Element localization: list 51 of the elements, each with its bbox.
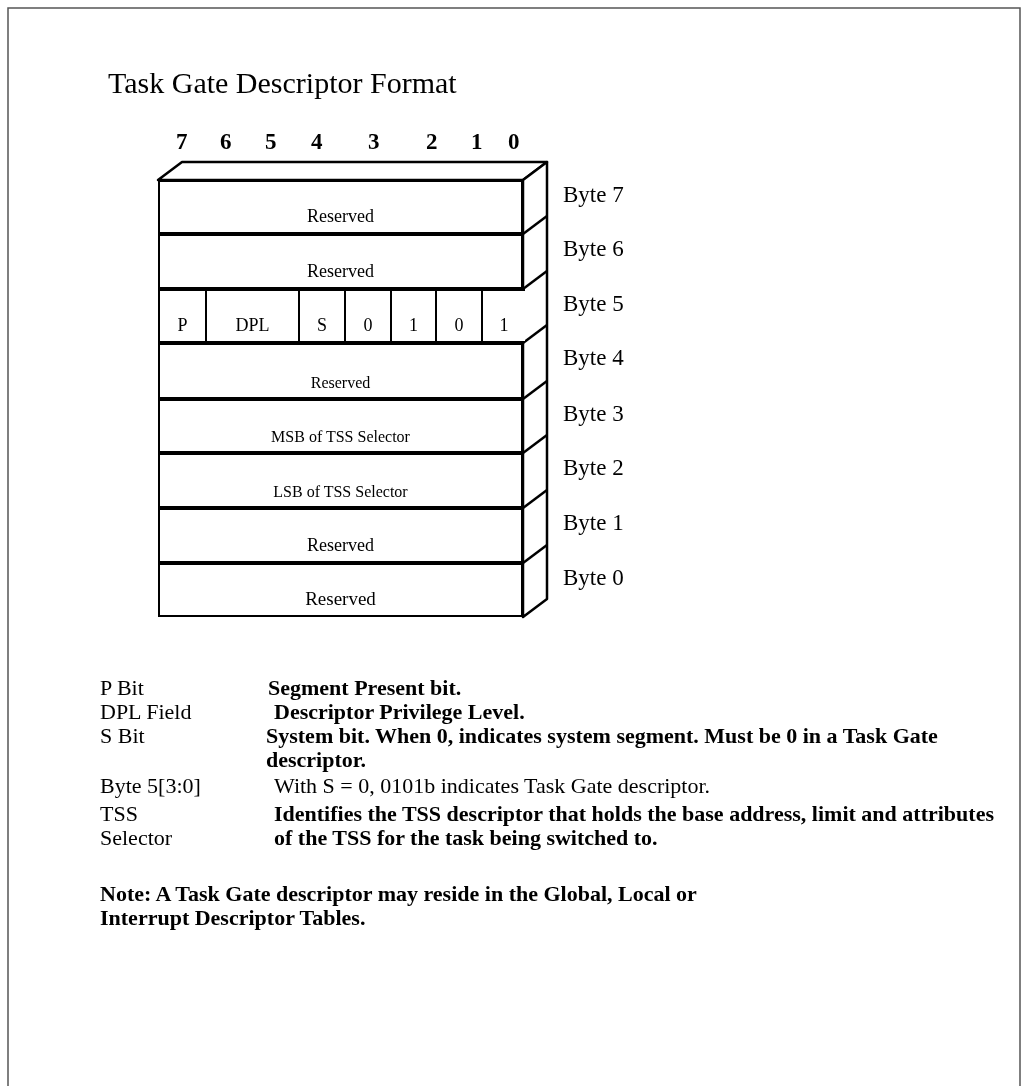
byte-label: Byte 1 (563, 510, 624, 536)
bit-number: 0 (508, 130, 520, 154)
definition-text: With S = 0, 0101b indicates Task Gate descriptor. (274, 774, 712, 798)
field-name: Reserved (305, 588, 376, 611)
field-name: LSB of TSS Selector (273, 483, 408, 502)
field-name: DPL (235, 314, 270, 337)
term-label: S Bit (100, 724, 146, 748)
field-name: 1 (409, 314, 418, 337)
term-label: P Bit (100, 676, 145, 700)
byte-label: Byte 0 (563, 565, 624, 591)
bit-number: 6 (220, 130, 232, 154)
byte-field-row (158, 343, 523, 399)
byte-field-row (158, 399, 523, 453)
field-name: P (177, 314, 188, 337)
field-name: 0 (454, 314, 464, 337)
definition-text: System bit. When 0, indicates system segment. Must be 0 in a Task Gate descriptor. (266, 724, 939, 772)
note-text: Note: A Task Gate descriptor may reside in the Global, Local or Interrupt Descriptor Tables. (100, 882, 698, 930)
bit-number: 3 (368, 130, 380, 154)
byte-row (158, 289, 523, 343)
byte-label: Byte 2 (563, 455, 624, 481)
byte-field-row (158, 180, 523, 234)
field-name: Reserved (310, 374, 371, 393)
byte-label: Byte 7 (563, 182, 624, 208)
byte-label: Byte 5 (563, 291, 624, 317)
field-name: 1 (499, 314, 509, 337)
byte-field-row (158, 563, 523, 617)
term-label: Byte 5[3:0] (100, 774, 202, 798)
field-name: S (317, 314, 327, 337)
diagram-title: Task Gate Descriptor Format (108, 66, 457, 100)
byte-field-row (158, 508, 523, 563)
byte-field-row (158, 453, 523, 508)
field-name: Reserved (307, 261, 374, 283)
byte-label: Byte 6 (563, 236, 624, 262)
bit-number: 2 (426, 130, 438, 154)
byte-label: Byte 3 (563, 401, 624, 427)
bit-number: 5 (265, 130, 277, 154)
definition-text: Segment Present bit. (268, 676, 463, 700)
definition-text: Identifies the TSS descriptor that holds the base address, limit and attributes of the TSS for the task being switched to. (274, 802, 995, 850)
bit-number: 7 (176, 130, 188, 154)
definition-text: Descriptor Privilege Level. (274, 700, 526, 724)
field-name: 0 (363, 314, 373, 337)
bit-number: 4 (311, 130, 323, 154)
field-name: Reserved (307, 206, 374, 228)
bit-number: 1 (471, 130, 483, 154)
byte-label: Byte 4 (563, 345, 624, 371)
bit-field-cell (481, 288, 525, 343)
term-label: TSS Selector (100, 802, 174, 850)
byte-field-row (158, 234, 523, 289)
field-name: MSB of TSS Selector (271, 428, 410, 447)
field-name: Reserved (307, 535, 374, 557)
term-label: DPL Field (100, 700, 193, 724)
